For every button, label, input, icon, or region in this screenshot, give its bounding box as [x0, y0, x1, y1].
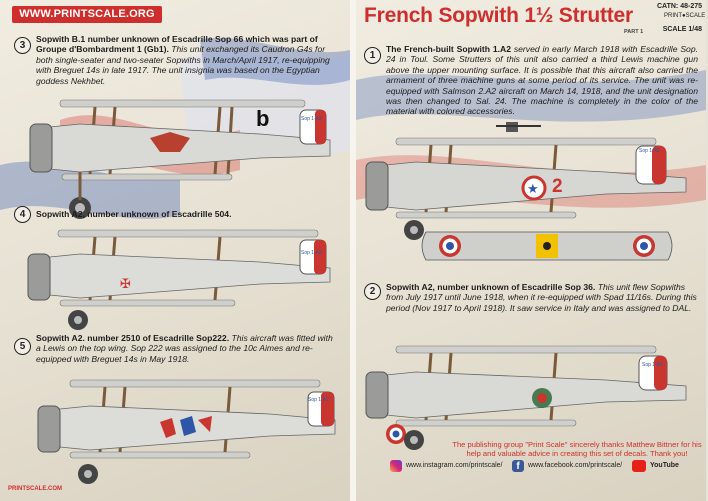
facebook-link[interactable]: www.facebook.com/printscale/	[528, 462, 623, 469]
section-4-heading: Sopwith A2, number unknown of Escadrille…	[36, 209, 232, 219]
aircraft-1-tail-marking: Sop 1-A2	[639, 148, 660, 154]
aircraft-profile-1: ★	[365, 122, 687, 240]
aircraft-4-tail-marking: Sop 1-A2	[301, 250, 322, 256]
page-divider	[350, 0, 356, 501]
part-label: PART 1	[624, 29, 644, 35]
wing-plan-view	[421, 231, 673, 261]
aircraft-profile-5	[37, 379, 336, 484]
aircraft-3-tail-marking: Sop 1-A2	[301, 116, 322, 122]
section-5-description: This aircraft was fitted with a Lewis on…	[36, 333, 333, 364]
section-number-2: 2	[364, 283, 381, 300]
svg-text:✠: ✠	[120, 277, 131, 292]
section-5-heading: Sopwith A2. number 2510 of Escadrille So…	[36, 333, 230, 343]
aircraft-5-tail-marking: Sop 1-A2	[308, 397, 329, 403]
section-3-description: This unit exchanged its Caudron G4s for …	[36, 44, 330, 86]
section-5-text: Sopwith A2. number 2510 of Escadrille So…	[36, 333, 336, 364]
section-2-text: Sopwith A2, number unknown of Escadrille…	[386, 282, 698, 313]
left-page: WWW.PRINTSCALE.ORG 3 Sopwith B.1 number …	[0, 0, 350, 501]
thanks-note: The publishing group "Print Scale" since…	[452, 440, 702, 458]
section-2-heading: Sopwith A2, number unknown of Escadrille…	[386, 282, 596, 292]
aircraft-profile-4: ✠	[27, 229, 331, 330]
section-number-4: 4	[14, 206, 31, 223]
printscale-logo: PRINTSCALE.COM	[8, 486, 62, 492]
catalog-number: CATN: 48-275	[657, 3, 702, 10]
section-1-description: served in early March 1918 with Escadril…	[386, 44, 698, 117]
facebook-icon[interactable]: f	[512, 460, 524, 472]
section-number-1: 1	[364, 47, 381, 64]
section-1-text: The French-built Sopwith 1.A2 served in …	[386, 44, 698, 117]
youtube-link[interactable]: YouTube	[650, 462, 679, 469]
brand-logo: PRINT●SCALE	[664, 13, 706, 19]
right-page: French Sopwith 1½ Strutter PART 1 CATN: …	[356, 0, 706, 501]
section-4-text: Sopwith A2, number unknown of Escadrille…	[36, 209, 336, 219]
website-banner[interactable]: WWW.PRINTSCALE.ORG	[12, 6, 162, 23]
section-1-heading: The French-built Sopwith 1.A2	[386, 44, 511, 54]
instagram-icon[interactable]	[390, 460, 402, 472]
aircraft-profile-2	[365, 345, 687, 450]
page-title: French Sopwith 1½ Strutter	[364, 4, 633, 27]
section-number-5: 5	[14, 338, 31, 355]
section-number-3: 3	[14, 37, 31, 54]
instagram-link[interactable]: www.instagram.com/printscale/	[406, 462, 503, 469]
aircraft-profile-3	[29, 99, 331, 219]
aircraft-1-number: 2	[552, 176, 563, 197]
section-2-description: This unit flew Sopwiths from July 1917 u…	[386, 282, 697, 313]
aircraft-3-code: b	[256, 106, 270, 131]
section-3-text: Sopwith B.1 number unknown of Escadrille…	[36, 34, 338, 86]
aircraft-2-tail-marking: Sop 1-A2	[642, 362, 663, 368]
scale-label: SCALE 1/48	[662, 26, 702, 33]
svg-text:★: ★	[527, 182, 539, 197]
section-3-heading: Sopwith B.1 number unknown of Escadrille…	[36, 34, 318, 55]
youtube-icon[interactable]	[632, 460, 646, 472]
